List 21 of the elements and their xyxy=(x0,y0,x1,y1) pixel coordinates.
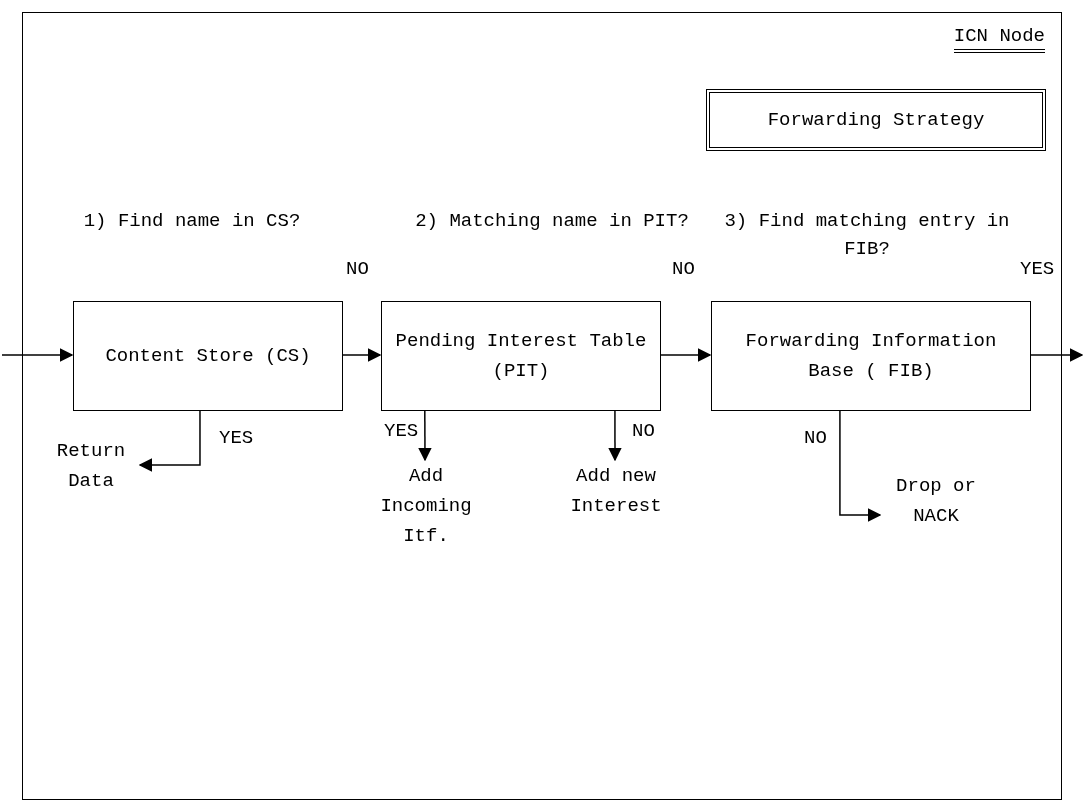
box-label: Pending Interest Table (PIT) xyxy=(394,329,648,384)
question-text: 1) Find name in CS? xyxy=(82,209,302,234)
action-text: Add new Interest xyxy=(541,461,691,551)
strategy-box xyxy=(706,89,1046,151)
action-text: Add Incoming Itf. xyxy=(361,461,491,551)
question-text: 3) Find matching entry in FIB? xyxy=(723,209,1011,262)
action-text: Drop or NACK xyxy=(881,471,991,561)
arrow xyxy=(659,348,712,362)
box-label: Content Store (CS) xyxy=(105,344,311,369)
box-label: Forwarding Information Base ( FIB) xyxy=(744,329,998,384)
node-title: ICN Node xyxy=(953,25,1045,53)
box-label: Forwarding Strategy xyxy=(767,108,985,133)
question-text: 2) Matching name in PIT? xyxy=(414,209,690,234)
arrow xyxy=(608,409,622,462)
arrow xyxy=(1,348,74,362)
arrow xyxy=(341,348,382,362)
arrow xyxy=(138,409,201,472)
arrow xyxy=(839,409,882,522)
arrow xyxy=(1029,348,1084,362)
action-text: Return Data xyxy=(41,436,141,496)
arrow xyxy=(418,409,432,462)
